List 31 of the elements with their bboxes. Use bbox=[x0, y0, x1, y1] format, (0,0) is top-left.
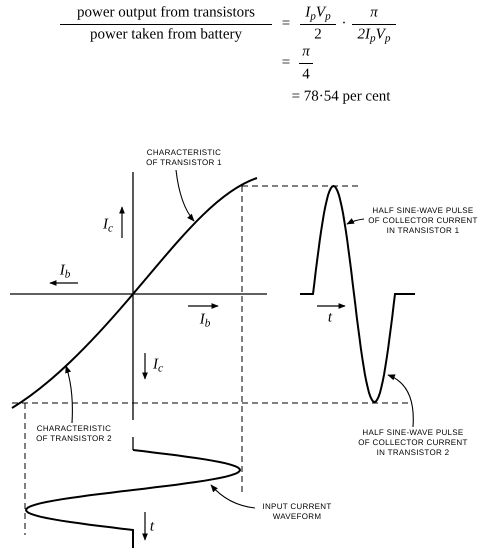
projection-line bbox=[12, 402, 410, 404]
equals-sign: = bbox=[282, 56, 290, 70]
multiply-dot: · bbox=[342, 16, 346, 32]
leader-line bbox=[210, 484, 256, 509]
formula-term: π bbox=[370, 6, 378, 20]
axis-label: I$_{b}$ bbox=[200, 312, 210, 328]
formula-text: power output from transistors bbox=[77, 6, 255, 20]
callout-text: CHARACTERISTIC OF TRANSISTOR 1 bbox=[145, 148, 223, 168]
callout-text: HALF SINE-WAVE PULSE OF COLLECTOR CURRENT IN TRANSISTOR 1 bbox=[368, 206, 478, 236]
axis-label: I$_{c}$ bbox=[103, 218, 113, 232]
callout-text: HALF SINE-WAVE PULSE OF COLLECTOR CURRENT IN TRANSISTOR 2 bbox=[358, 428, 468, 458]
axis-label: t bbox=[150, 520, 154, 534]
axis-label: I$_{c}$ bbox=[153, 358, 163, 372]
formula-term: π bbox=[302, 44, 310, 60]
formula-term: 2 bbox=[314, 28, 322, 42]
input-current-waveform bbox=[24, 449, 242, 548]
formula-term: 4 bbox=[302, 68, 310, 82]
leader-line bbox=[387, 374, 414, 428]
formula-term: 2I$_{p}$V$_{p}$ bbox=[358, 28, 390, 42]
equals-sign: = bbox=[282, 16, 290, 32]
leader-line bbox=[65, 365, 73, 424]
projection-line bbox=[24, 402, 26, 536]
formula-result: = 78·54 per cent bbox=[292, 90, 390, 104]
callout-text: INPUT CURRENT WAVEFORM bbox=[261, 502, 333, 522]
formula-term: I$_{p}$V$_{p}$ bbox=[305, 6, 331, 20]
leader-line bbox=[346, 218, 364, 224]
axis-label: t bbox=[328, 310, 332, 326]
callout-text: CHARACTERISTIC OF TRANSISTOR 2 bbox=[35, 424, 113, 444]
leader-line bbox=[175, 170, 194, 222]
formula-text: power taken from battery bbox=[90, 28, 242, 42]
axis-label: I$_{b}$ bbox=[60, 264, 70, 278]
